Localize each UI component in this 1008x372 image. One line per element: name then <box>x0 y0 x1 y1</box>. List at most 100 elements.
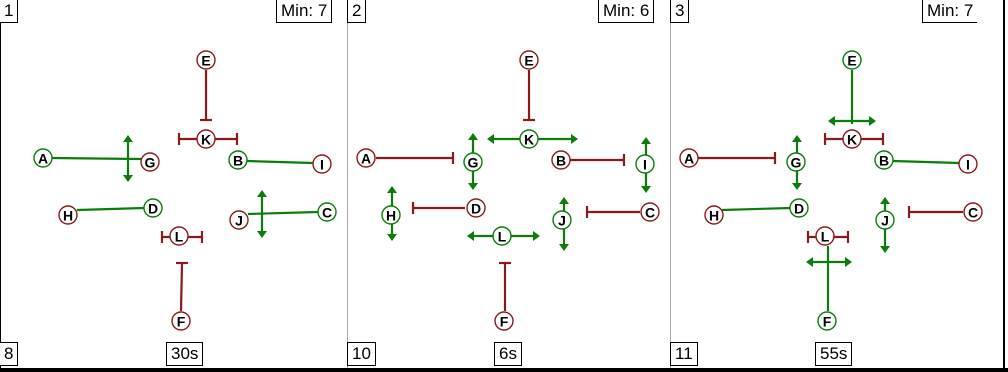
puzzle-node-c[interactable]: C <box>640 202 660 222</box>
puzzle-node-a[interactable]: A <box>33 148 53 168</box>
svg-text:J: J <box>881 213 889 229</box>
panel-3-index: 3 <box>670 0 690 23</box>
arrowhead-icon <box>123 135 133 142</box>
puzzle-node-h[interactable]: H <box>381 205 401 225</box>
puzzle-node-h[interactable]: H <box>704 205 724 225</box>
puzzle-node-i[interactable]: I <box>312 154 332 174</box>
arrowhead-icon <box>487 134 494 144</box>
arrowhead-icon <box>792 135 802 142</box>
puzzle-node-b[interactable]: B <box>551 150 571 170</box>
svg-text:C: C <box>968 205 978 221</box>
puzzle-node-l[interactable]: L <box>815 226 835 246</box>
arrowhead-icon <box>806 257 813 267</box>
svg-text:E: E <box>847 53 856 69</box>
arrowhead-icon <box>559 244 569 251</box>
frame-bottom-border <box>0 368 1008 372</box>
panel-divider <box>670 0 671 368</box>
puzzle-node-j[interactable]: J <box>552 210 572 230</box>
svg-text:J: J <box>235 213 243 229</box>
puzzle-node-e[interactable]: E <box>519 50 539 70</box>
puzzle-node-d[interactable]: D <box>789 198 809 218</box>
svg-text:L: L <box>175 229 184 245</box>
frame-right-border <box>1003 0 1005 372</box>
svg-text:I: I <box>966 157 970 173</box>
svg-text:A: A <box>684 151 694 167</box>
svg-text:K: K <box>524 132 534 148</box>
puzzle-node-b[interactable]: B <box>874 150 894 170</box>
svg-text:H: H <box>386 208 396 224</box>
puzzle-node-g[interactable]: G <box>786 152 806 172</box>
svg-text:K: K <box>847 132 857 148</box>
svg-text:H: H <box>709 208 719 224</box>
svg-text:G: G <box>145 155 156 171</box>
svg-text:E: E <box>524 53 533 69</box>
svg-text:I: I <box>643 157 647 173</box>
svg-text:G: G <box>791 155 802 171</box>
arrowhead-icon <box>533 231 540 241</box>
arrowhead-icon <box>387 186 397 193</box>
svg-text:I: I <box>320 157 324 173</box>
svg-text:B: B <box>556 153 566 169</box>
puzzle-node-j[interactable]: J <box>229 210 249 230</box>
panel-2-min-moves: Min: 6 <box>598 0 655 23</box>
puzzle-node-g[interactable]: G <box>140 152 160 172</box>
puzzle-node-g[interactable]: G <box>463 152 483 172</box>
arrowhead-icon <box>468 133 478 140</box>
puzzle-node-l[interactable]: L <box>492 226 512 246</box>
arrowhead-icon <box>257 231 267 238</box>
panel-1-timer: 30s <box>166 342 204 366</box>
arrowhead-icon <box>257 190 267 197</box>
puzzle-node-a[interactable]: A <box>356 148 376 168</box>
arrowhead-icon <box>880 197 890 204</box>
puzzle-node-e[interactable]: E <box>842 50 862 70</box>
connector-f-l <box>179 262 184 312</box>
panel-3-min-moves: Min: 7 <box>922 0 978 23</box>
puzzle-node-j[interactable]: J <box>875 210 895 230</box>
panel-divider <box>347 0 348 368</box>
puzzle-node-c[interactable]: C <box>963 202 983 222</box>
arrowhead-icon <box>828 116 835 126</box>
puzzle-node-l[interactable]: L <box>169 226 189 246</box>
panel-3-timer: 55s <box>815 342 853 366</box>
arrowhead-icon <box>559 197 569 204</box>
arrowhead-icon <box>387 234 397 241</box>
arrowhead-icon <box>467 231 474 241</box>
panel-2-timer: 6s <box>494 342 522 366</box>
svg-text:F: F <box>500 314 509 330</box>
svg-text:K: K <box>201 132 211 148</box>
connector-h-d <box>721 206 791 212</box>
svg-text:D: D <box>471 201 481 217</box>
svg-text:B: B <box>879 153 889 169</box>
puzzle-node-k[interactable]: K <box>842 129 862 149</box>
arrowhead-icon <box>880 246 890 253</box>
arrowhead-icon <box>641 186 651 193</box>
puzzle-node-k[interactable]: K <box>196 129 216 149</box>
panel-1-min-moves: Min: 7 <box>276 0 333 23</box>
puzzle-node-i[interactable]: I <box>958 154 978 174</box>
puzzle-node-b[interactable]: B <box>228 150 248 170</box>
puzzle-node-f[interactable]: F <box>171 311 191 331</box>
svg-text:C: C <box>322 205 332 221</box>
puzzle-node-k[interactable]: K <box>519 129 539 149</box>
svg-text:G: G <box>468 155 479 171</box>
arrowhead-icon <box>571 134 578 144</box>
connector-j-c <box>247 210 319 216</box>
puzzle-node-c[interactable]: C <box>317 202 337 222</box>
puzzle-node-i[interactable]: I <box>635 154 655 174</box>
panel-2-index: 2 <box>347 0 367 23</box>
svg-text:E: E <box>201 53 210 69</box>
svg-text:D: D <box>148 201 158 217</box>
puzzle-node-h[interactable]: H <box>58 205 78 225</box>
connector-b-i <box>246 159 314 165</box>
connector-b-i <box>892 159 960 165</box>
puzzle-node-f[interactable]: F <box>494 311 514 331</box>
puzzle-node-e[interactable]: E <box>196 50 216 70</box>
puzzle-node-f[interactable]: F <box>817 311 837 331</box>
arrowhead-icon <box>468 183 478 190</box>
puzzle-node-d[interactable]: D <box>143 198 163 218</box>
svg-text:L: L <box>821 229 830 245</box>
puzzle-node-d[interactable]: D <box>466 198 486 218</box>
puzzle-node-a[interactable]: A <box>679 148 699 168</box>
